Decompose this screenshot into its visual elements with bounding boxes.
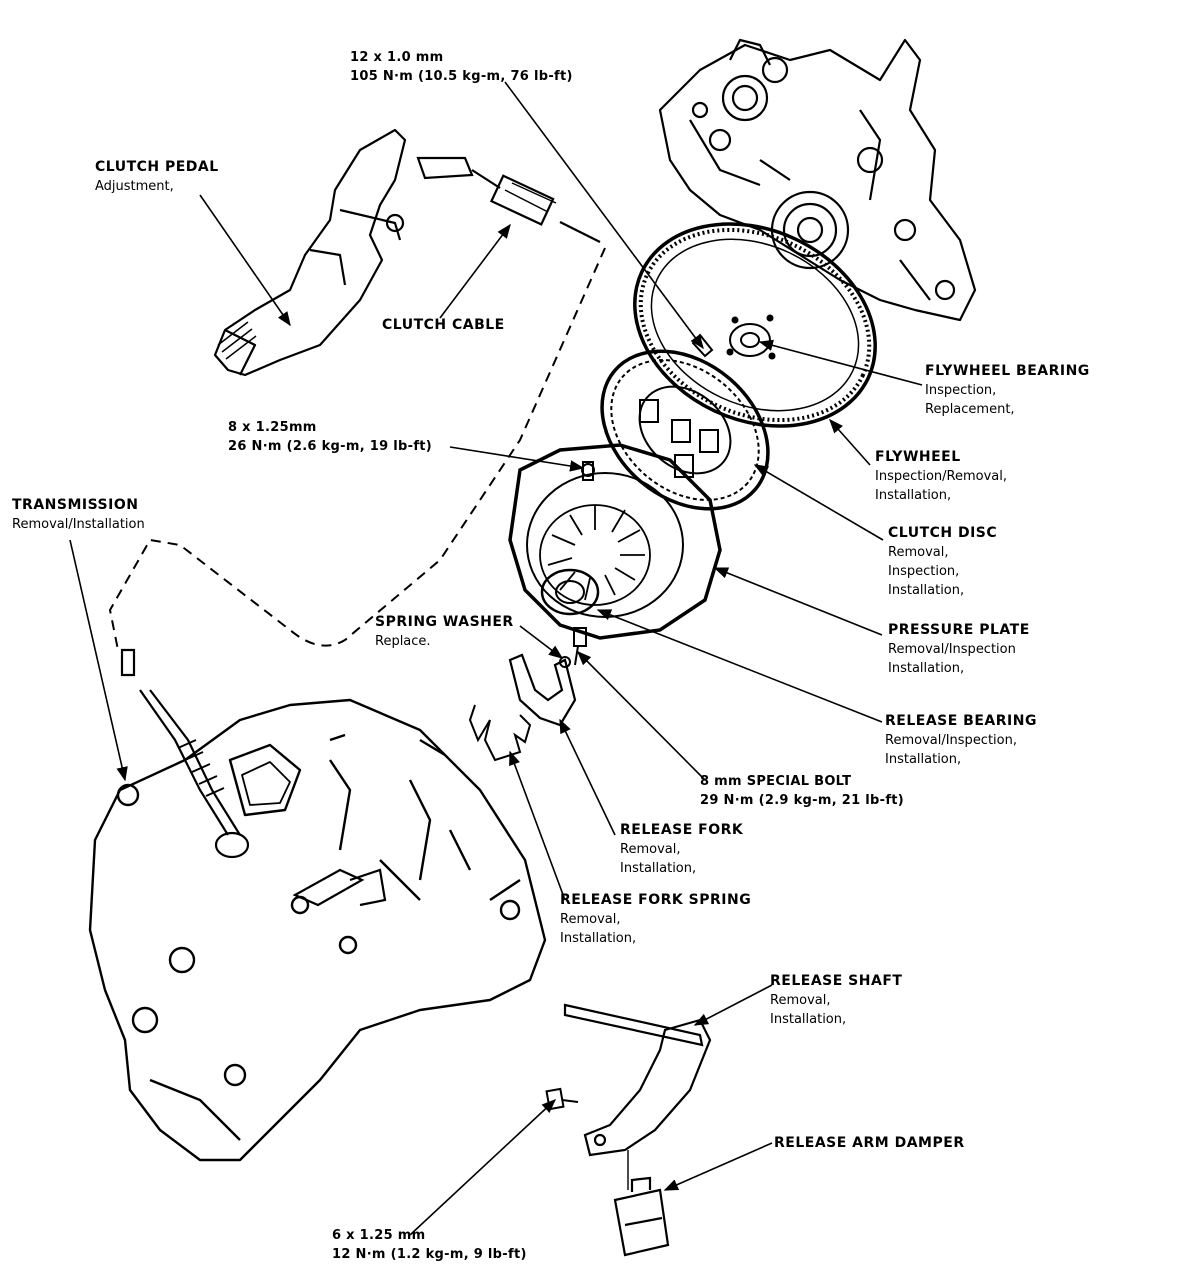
- pressure-plate-title: PRESSURE PLATE: [888, 622, 1030, 638]
- clutch-disc: [571, 319, 799, 541]
- spring-washer-label: SPRING WASHER Replace.: [375, 613, 514, 651]
- release-bearing-sub-2: Installation,: [885, 752, 962, 767]
- bolt-8mm-size: 8 x 1.25mm: [228, 420, 317, 435]
- bolt-6mm-size: 6 x 1.25 mm: [332, 1228, 426, 1243]
- flywheel-bearing-title: FLYWHEEL BEARING: [925, 363, 1090, 379]
- transmission-sub: Removal/Installation: [12, 517, 145, 532]
- spring-washer-sub: Replace.: [375, 634, 431, 649]
- clutch-disc-sub-1: Removal,: [888, 545, 949, 560]
- bolt-8mm-torque: 26 N·m (2.6 kg-m, 19 lb-ft): [228, 439, 433, 454]
- release-fork-spring-label: RELEASE FORK SPRING Removal, Installatio…: [560, 891, 751, 948]
- bolt-6mm-torque: 12 N·m (1.2 kg-m, 9 lb-ft): [332, 1247, 527, 1262]
- clutch-pedal-title: CLUTCH PEDAL: [95, 159, 219, 175]
- release-bearing-label: RELEASE BEARING Removal/Inspection, Inst…: [885, 712, 1037, 769]
- bolt-6mm-spec: 6 x 1.25 mm 12 N·m (1.2 kg-m, 9 lb-ft): [332, 1226, 527, 1264]
- release-fork-sub-2: Installation,: [620, 861, 697, 876]
- bolt-12mm-size: 12 x 1.0 mm: [350, 50, 444, 65]
- flywheel-bearing-label: FLYWHEEL BEARING Inspection, Replacement…: [925, 362, 1090, 419]
- clutch-disc-sub-3: Installation,: [888, 583, 965, 598]
- bolt-12mm-spec: 12 x 1.0 mm 105 N·m (10.5 kg-m, 76 lb-ft…: [350, 48, 573, 86]
- release-shaft-label: RELEASE SHAFT Removal, Installation,: [770, 972, 902, 1029]
- release-fork-spring-title: RELEASE FORK SPRING: [560, 892, 752, 908]
- special-bolt-torque: 29 N·m (2.9 kg-m, 21 lb-ft): [700, 793, 905, 808]
- arm-bolt: [547, 1089, 578, 1109]
- release-fork: [510, 655, 575, 725]
- pressure-plate-sub-1: Removal/Inspection: [888, 642, 1016, 657]
- release-shaft-sub-2: Installation,: [770, 1012, 847, 1027]
- release-bearing-sub-1: Removal/Inspection,: [885, 733, 1017, 748]
- clutch-cable-label: CLUTCH CABLE: [382, 316, 505, 335]
- release-arm-damper-title: RELEASE ARM DAMPER: [774, 1135, 965, 1151]
- flywheel-bearing-sub-2: Replacement,: [925, 402, 1015, 417]
- cable-routing-dashed: [110, 248, 605, 650]
- flywheel-sub-1: Inspection/Removal,: [875, 469, 1007, 484]
- bolt-8mm-spec: 8 x 1.25mm 26 N·m (2.6 kg-m, 19 lb-ft): [228, 418, 432, 456]
- spring-washer-title: SPRING WASHER: [375, 614, 514, 630]
- transmission-title: TRANSMISSION: [12, 497, 139, 513]
- clutch-cable-title: CLUTCH CABLE: [382, 317, 505, 333]
- release-fork-label: RELEASE FORK Removal, Installation,: [620, 821, 743, 878]
- special-bolt-spec: 8 mm SPECIAL BOLT 29 N·m (2.9 kg-m, 21 l…: [700, 772, 904, 810]
- release-fork-spring-sub-1: Removal,: [560, 912, 621, 927]
- clutch-disc-title: CLUTCH DISC: [888, 525, 998, 541]
- flywheel-sub-2: Installation,: [875, 488, 952, 503]
- clutch-pedal-label: CLUTCH PEDAL Adjustment,: [95, 158, 219, 196]
- bolt-12mm-torque: 105 N·m (10.5 kg-m, 76 lb-ft): [350, 69, 573, 84]
- transmission-cable: [122, 650, 385, 905]
- clutch-disc-sub-2: Inspection,: [888, 564, 960, 579]
- release-bearing-title: RELEASE BEARING: [885, 713, 1037, 729]
- flywheel-label: FLYWHEEL Inspection/Removal, Installatio…: [875, 448, 1007, 505]
- release-shaft-sub-1: Removal,: [770, 993, 831, 1008]
- flywheel-bearing-sub-1: Inspection,: [925, 383, 997, 398]
- clutch-pedal: [215, 130, 405, 375]
- release-fork-sub-1: Removal,: [620, 842, 681, 857]
- release-arm-damper: [615, 1178, 668, 1255]
- clutch-pedal-sub: Adjustment,: [95, 179, 174, 194]
- transmission-housing: [90, 700, 545, 1160]
- release-arm-damper-label: RELEASE ARM DAMPER: [774, 1134, 965, 1153]
- pressure-plate-sub-2: Installation,: [888, 661, 965, 676]
- release-shaft-title: RELEASE SHAFT: [770, 973, 903, 989]
- leader-lines: [70, 82, 922, 1235]
- release-fork-spring: [470, 705, 530, 760]
- release-fork-title: RELEASE FORK: [620, 822, 744, 838]
- release-fork-spring-sub-2: Installation,: [560, 931, 637, 946]
- clutch-disc-label: CLUTCH DISC Removal, Inspection, Install…: [888, 524, 997, 600]
- clutch-cable-end: [418, 158, 600, 242]
- transmission-label: TRANSMISSION Removal/Installation: [12, 496, 145, 534]
- release-shaft: [565, 1005, 710, 1155]
- special-bolt: [560, 628, 586, 667]
- pressure-plate: [510, 445, 720, 638]
- engine-block: [660, 40, 975, 320]
- pressure-plate-label: PRESSURE PLATE Removal/Inspection Instal…: [888, 621, 1030, 678]
- flywheel-title: FLYWHEEL: [875, 449, 961, 465]
- special-bolt-title: 8 mm SPECIAL BOLT: [700, 774, 852, 789]
